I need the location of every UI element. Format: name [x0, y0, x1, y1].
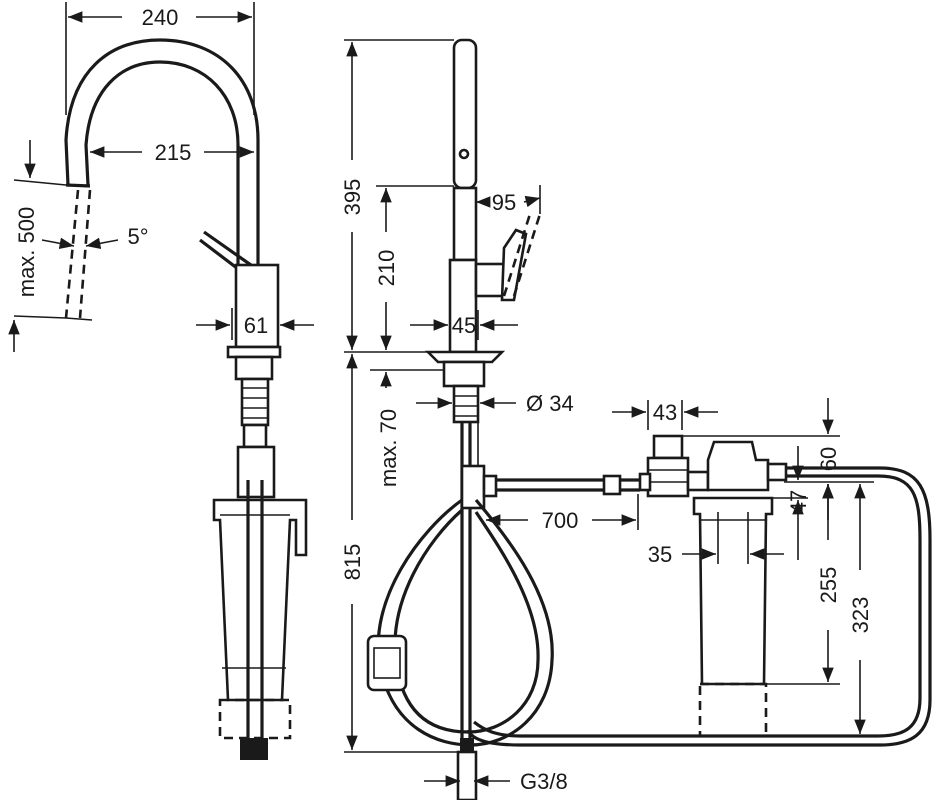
dimension-connection-thread: G3/8 — [424, 769, 568, 794]
faucet-side-view — [366, 38, 640, 800]
label-g3-8: G3/8 — [520, 769, 568, 794]
label-45: 45 — [452, 313, 476, 338]
dimension-deck-thickness: max. 70 — [370, 369, 444, 487]
dimension-filter-top-offset: 60 — [682, 398, 874, 520]
label-240: 240 — [142, 5, 179, 30]
dimension-total-height: 395 — [340, 39, 454, 353]
dimension-base-diameter: Ø 34 — [416, 391, 574, 416]
label-815: 815 — [340, 544, 365, 581]
label-215: 215 — [155, 140, 192, 165]
label-47: 47 — [786, 490, 811, 514]
dimension-filter-total-height: 323 — [766, 484, 874, 737]
label-5-degree: 5° — [127, 224, 148, 249]
label-255: 255 — [816, 567, 841, 604]
label-323: 323 — [848, 597, 873, 634]
dimension-spray-angle: 5° — [41, 224, 149, 250]
label-35: 35 — [648, 542, 672, 567]
dimension-valve-width: 43 — [612, 400, 718, 430]
dimension-pullout-offset: 95 — [476, 185, 541, 215]
label-700: 700 — [542, 508, 579, 533]
label-max-70: max. 70 — [376, 409, 401, 487]
dimension-body-width: 61 — [196, 308, 314, 340]
dimension-hose-to-filter: 700 — [486, 494, 639, 533]
dimension-base-width: 45 — [410, 310, 518, 340]
label-95: 95 — [492, 190, 516, 215]
dimension-spray-range: max. 500 — [8, 140, 67, 352]
label-61: 61 — [244, 313, 268, 338]
faucet-front-view — [64, 38, 308, 760]
dimension-spout-reach-outer: 240 — [65, 2, 255, 115]
dimension-filter-body-height: 255 — [766, 484, 841, 685]
label-diameter-34: Ø 34 — [526, 391, 574, 416]
label-max-500: max. 500 — [14, 207, 39, 298]
label-395: 395 — [340, 179, 365, 216]
dimension-handle-height: 210 — [374, 185, 454, 350]
filter-unit-view — [466, 434, 932, 747]
dimension-spout-reach-inner: 215 — [90, 140, 254, 165]
dimension-hose-length: 815 — [340, 354, 458, 753]
dimension-filter-head-height: 47 — [772, 446, 811, 560]
label-210: 210 — [374, 250, 399, 287]
dimension-filter-mount-width: 35 — [648, 512, 784, 567]
label-43: 43 — [653, 400, 677, 425]
label-60: 60 — [816, 447, 841, 471]
